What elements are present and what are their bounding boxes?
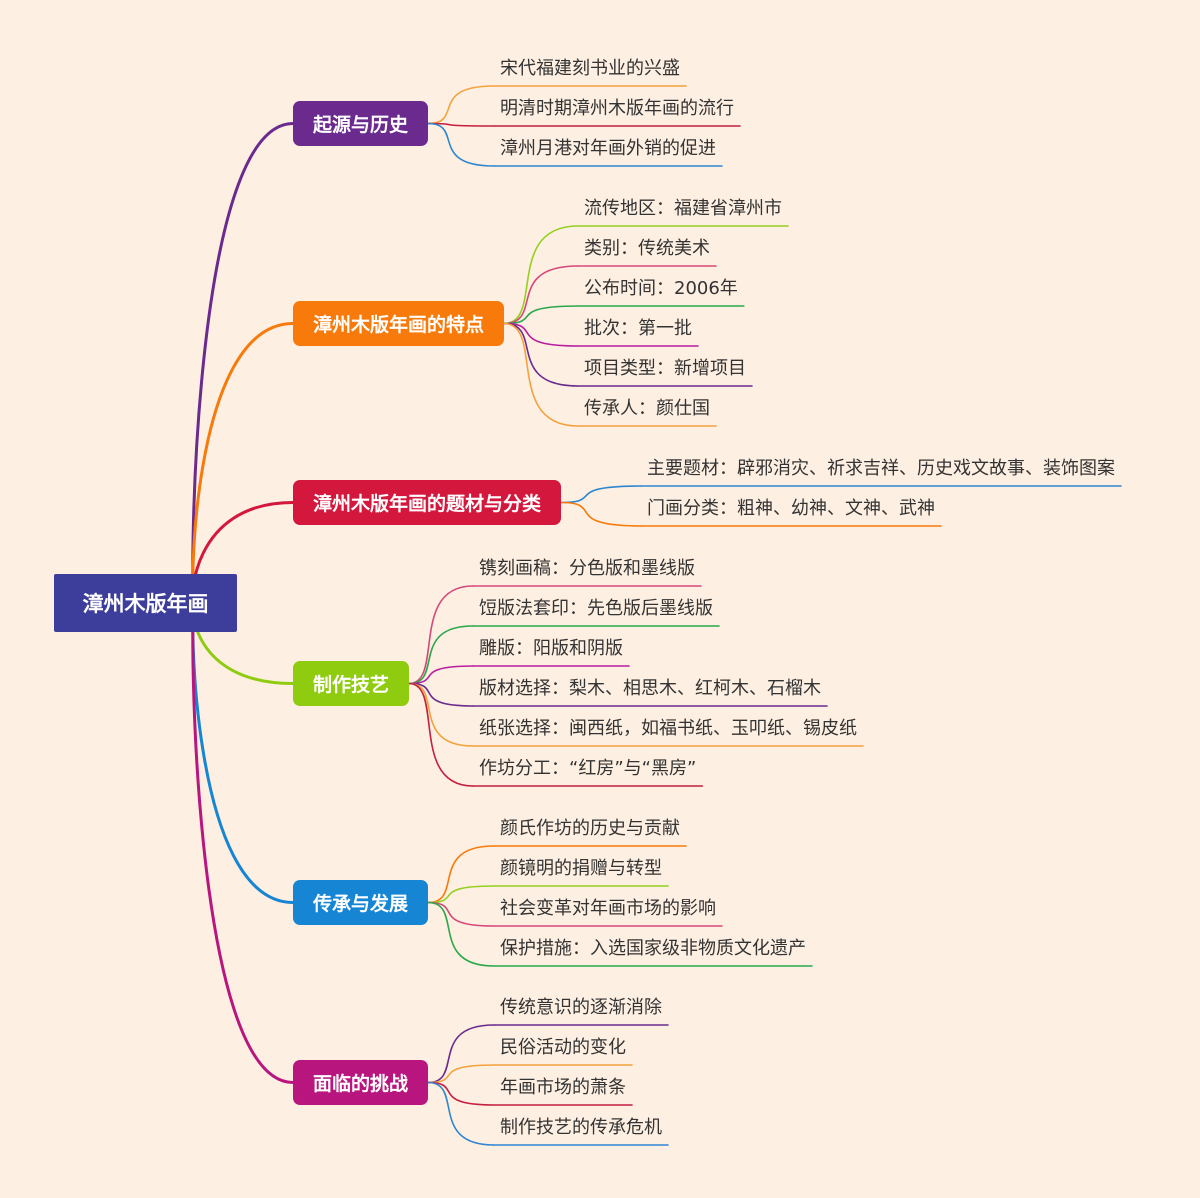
leaf-connector-features-5 — [503, 322, 579, 427]
branch-connector-origin — [191, 122, 295, 605]
leaf-connector-heritage-1 — [427, 885, 495, 904]
leaf-connector-heritage-0 — [427, 845, 495, 904]
leaf-connector-heritage-2 — [427, 901, 495, 927]
leaf-connector-features-0 — [503, 225, 579, 325]
leaf-main-themes[interactable]: 主要题材：辟邪消灾、祈求吉祥、历史戏文故事、装饰图案 — [647, 458, 1115, 479]
leaf-project-type[interactable]: 项目类型：新增项目 — [584, 358, 746, 379]
branch-heritage[interactable]: 传承与发展 — [293, 880, 429, 925]
leaf-connector-challenges-0 — [427, 1024, 495, 1084]
leaf-paper-selection[interactable]: 纸张选择：闽西纸，如福书纸、玉叩纸、锡皮纸 — [479, 718, 857, 739]
leaf-connector-craft-5 — [408, 682, 474, 787]
leaf-ming-qing-popularity[interactable]: 明清时期漳州木版年画的流行 — [500, 98, 734, 119]
leaf-connector-craft-2 — [408, 665, 474, 685]
leaf-market-decline[interactable]: 年画市场的萧条 — [500, 1077, 626, 1098]
leaf-connector-craft-4 — [408, 682, 474, 747]
leaf-workshop-division[interactable]: 作坊分工：“红房”与“黑房” — [479, 758, 697, 779]
branch-themes[interactable]: 漳州木版年画的题材与分类 — [293, 480, 562, 525]
leaf-connector-features-4 — [503, 322, 579, 387]
leaf-connector-challenges-1 — [427, 1064, 495, 1084]
leaf-folk-change[interactable]: 民俗活动的变化 — [500, 1037, 626, 1058]
leaf-connector-craft-1 — [408, 625, 474, 685]
leaf-social-change[interactable]: 社会变革对年画市场的影响 — [500, 898, 716, 919]
leaf-connector-origin-1 — [427, 122, 495, 127]
leaf-yuegang-export[interactable]: 漳州月港对年画外销的促进 — [500, 138, 716, 159]
leaf-yan-workshop[interactable]: 颜氏作坊的历史与贡献 — [500, 818, 680, 839]
branch-features[interactable]: 漳州木版年画的特点 — [293, 301, 505, 346]
leaf-region[interactable]: 流传地区：福建省漳州市 — [584, 198, 782, 219]
branch-craft[interactable]: 制作技艺 — [293, 661, 410, 706]
leaf-connector-challenges-2 — [427, 1081, 495, 1106]
leaf-connector-craft-3 — [408, 682, 474, 707]
leaf-connector-features-3 — [503, 322, 579, 347]
leaf-connector-craft-0 — [408, 585, 474, 685]
leaf-publish-date[interactable]: 公布时间：2006年 — [584, 278, 738, 299]
leaf-inheritor[interactable]: 传承人：颜仕国 — [584, 398, 710, 419]
leaf-batch[interactable]: 批次：第一批 — [584, 318, 692, 339]
leaf-craft-crisis[interactable]: 制作技艺的传承危机 — [500, 1117, 662, 1138]
root-node[interactable]: 漳州木版年画 — [54, 574, 237, 632]
leaf-connector-features-1 — [503, 265, 579, 325]
leaf-yan-jingming[interactable]: 颜镜明的捐赠与转型 — [500, 858, 662, 879]
branch-origin[interactable]: 起源与历史 — [293, 101, 429, 146]
leaf-connector-features-2 — [503, 305, 579, 325]
leaf-engraving[interactable]: 雕版：阳版和阴版 — [479, 638, 623, 659]
leaf-connector-themes-0 — [560, 485, 642, 504]
leaf-door-gods[interactable]: 门画分类：粗神、幼神、文神、武神 — [647, 498, 935, 519]
leaf-connector-origin-2 — [427, 122, 495, 167]
leaf-song-printing[interactable]: 宋代福建刻书业的兴盛 — [500, 58, 680, 79]
leaf-protection[interactable]: 保护措施：入选国家级非物质文化遗产 — [500, 938, 806, 959]
leaf-wood-selection[interactable]: 版材选择：梨木、相思木、红柯木、石榴木 — [479, 678, 821, 699]
leaf-carving-drafts[interactable]: 镌刻画稿：分色版和墨线版 — [479, 558, 695, 579]
branch-connector-features — [191, 322, 295, 605]
leaf-connector-heritage-3 — [427, 901, 495, 967]
leaf-category[interactable]: 类别：传统美术 — [584, 238, 710, 259]
leaf-connector-themes-1 — [560, 501, 642, 527]
leaf-dou-printing[interactable]: 饾版法套印：先色版后墨线版 — [479, 598, 713, 619]
leaf-connector-challenges-3 — [427, 1081, 495, 1146]
leaf-connector-origin-0 — [427, 85, 495, 125]
leaf-tradition-loss[interactable]: 传统意识的逐渐消除 — [500, 997, 662, 1018]
branch-challenges[interactable]: 面临的挑战 — [293, 1060, 429, 1105]
